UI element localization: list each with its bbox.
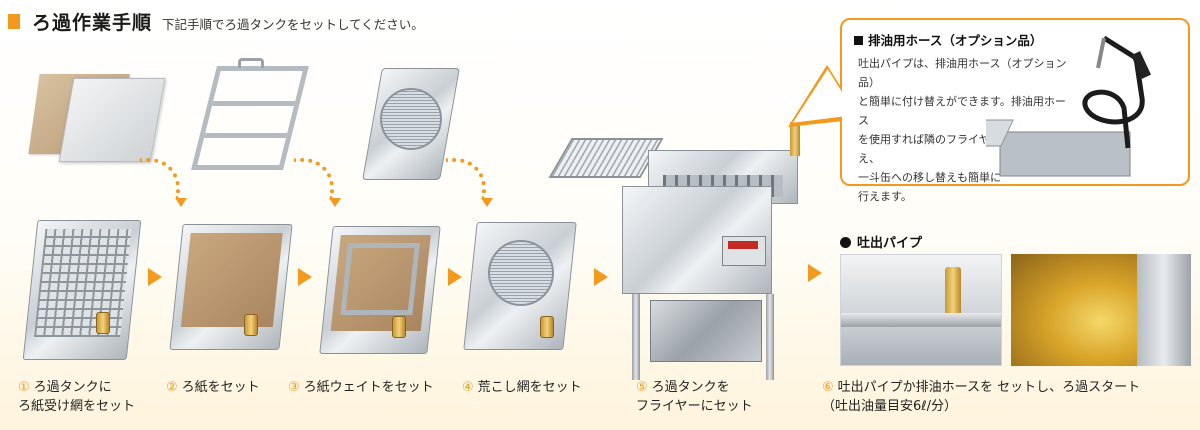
fryer-leg-front-right [766, 294, 774, 380]
step-arrow-1 [148, 268, 162, 286]
circle-bullet-icon [840, 237, 851, 248]
step-arrow-2 [298, 268, 312, 286]
fryer-basket-image [548, 138, 664, 178]
tank-valve-4 [540, 316, 554, 338]
page-header: ろ過作業手順 下記手順でろ過タンクをセットしてください。 [8, 8, 424, 35]
tank-step1-image [22, 220, 142, 360]
pipe-rail [841, 313, 1001, 327]
fryer-discharge-pipe [790, 122, 800, 156]
dotted-arrow-head-2 [329, 198, 341, 207]
header-marker [8, 14, 20, 29]
page-subtitle: 下記手順でろ過タンクをセットしてください。 [162, 17, 424, 32]
pipe-heading-text: 吐出パイプ [857, 236, 923, 251]
tank-valve-1 [96, 312, 110, 334]
drain-hose-image [986, 35, 1152, 177]
tank-step3-image [319, 226, 441, 354]
pipe-section-heading: 吐出パイプ [840, 232, 922, 251]
tank-receiving-mesh [34, 229, 132, 337]
tank-valve-2 [244, 314, 258, 336]
step-arrow-5 [808, 264, 822, 282]
vat-wall [1137, 254, 1191, 366]
tank-coarse-mesh [488, 240, 554, 306]
fryer-legs [628, 294, 778, 380]
dotted-arrow-3 [446, 158, 486, 198]
discharge-pipe-photo [840, 254, 1002, 366]
dotted-arrow-2 [294, 158, 334, 198]
oil-discharge-photo [1011, 254, 1191, 366]
dotted-arrow-1 [140, 158, 180, 198]
fryer-filter-tank [650, 300, 762, 362]
tank-step2-image [169, 224, 293, 350]
paper-weight-frame-image [191, 66, 309, 170]
dotted-arrow-head-1 [175, 198, 187, 207]
step-arrow-4 [594, 268, 608, 286]
callout-title: 排油用ホース（オプション品） [854, 30, 1042, 49]
fryer-leg-front-left [632, 294, 640, 380]
filter-paper-white-image [58, 78, 166, 162]
weight-frame-handle [238, 58, 264, 68]
fryer-display [728, 241, 758, 249]
tank-valve-3 [392, 316, 406, 338]
dotted-arrow-head-3 [481, 198, 493, 207]
coarse-mesh-circle [380, 88, 442, 150]
callout-title-text: 排油用ホース（オプション品） [868, 33, 1043, 48]
tank-filter-paper [180, 233, 283, 327]
page-title: ろ過作業手順 [32, 12, 153, 34]
step-arrow-3 [448, 268, 462, 286]
pipe-brass-fitting [945, 267, 961, 317]
tank-weight-frame [340, 243, 420, 315]
square-bullet-icon [854, 36, 863, 45]
